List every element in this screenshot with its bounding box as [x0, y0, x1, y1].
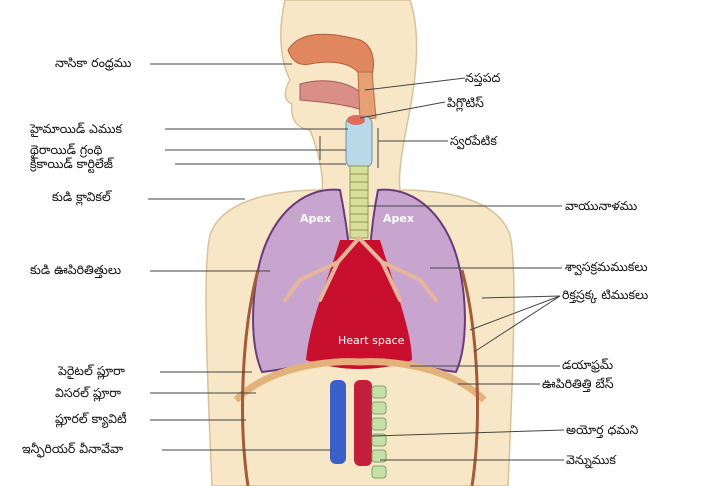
trachea — [350, 166, 368, 238]
label-diaphragm: డయాఫ్రమ్ — [562, 358, 613, 372]
label-thyroid-gland: థైరాయిడ్ గ్రంథి — [30, 143, 102, 157]
label-spine: వెన్నుముక — [566, 453, 616, 467]
apex-label-right: Apex — [383, 212, 414, 225]
apex-label-left: Apex — [300, 212, 331, 225]
label-nasal-cavity: నాసికా రంధ్రము — [55, 56, 131, 70]
label-pharynx: నప్తపద — [465, 71, 500, 85]
epiglottis — [347, 115, 365, 125]
label-lung-base: ఊపిరితిత్తి బేస్ — [542, 377, 614, 391]
label-inferior-vena-cava: ఇన్ఫీరియర్ వీనావేవా — [22, 442, 123, 456]
label-intercostal-muscles: రిక్తస్రక్క టిముకలు — [562, 288, 648, 302]
aorta — [354, 380, 372, 466]
label-parietal-pleura: పెరైటల్ ప్లూరా — [58, 364, 125, 378]
inferior-vena-cava — [330, 380, 346, 464]
label-visceral-pleura: విసరల్ ప్లూరా — [55, 386, 121, 400]
label-bronchioles: శ్వాసక్రమముకలు — [565, 260, 648, 274]
label-right-clavicle: కుడి క్లావికల్ — [52, 190, 111, 204]
label-trachea: వాయునాళము — [565, 199, 637, 213]
label-hyoid-bone: హైమాయిడ్ ఎముక — [30, 122, 122, 136]
label-pleural-cavity: ప్లూరల్ క్యావిటీ — [55, 412, 127, 426]
label-cricoid-cartilage: క్రికాయిడ్ కార్టిలేజ్ — [30, 157, 113, 171]
heart-space-label: Heart space — [338, 334, 404, 347]
label-epiglottis: పిగ్లొటిస్ — [447, 96, 484, 110]
label-right-lung: కుడి ఊపిరితిత్తులు — [30, 263, 121, 277]
label-aorta: అయోర్త ధమని — [566, 423, 638, 437]
label-larynx: స్వరపేటిక — [450, 134, 497, 148]
